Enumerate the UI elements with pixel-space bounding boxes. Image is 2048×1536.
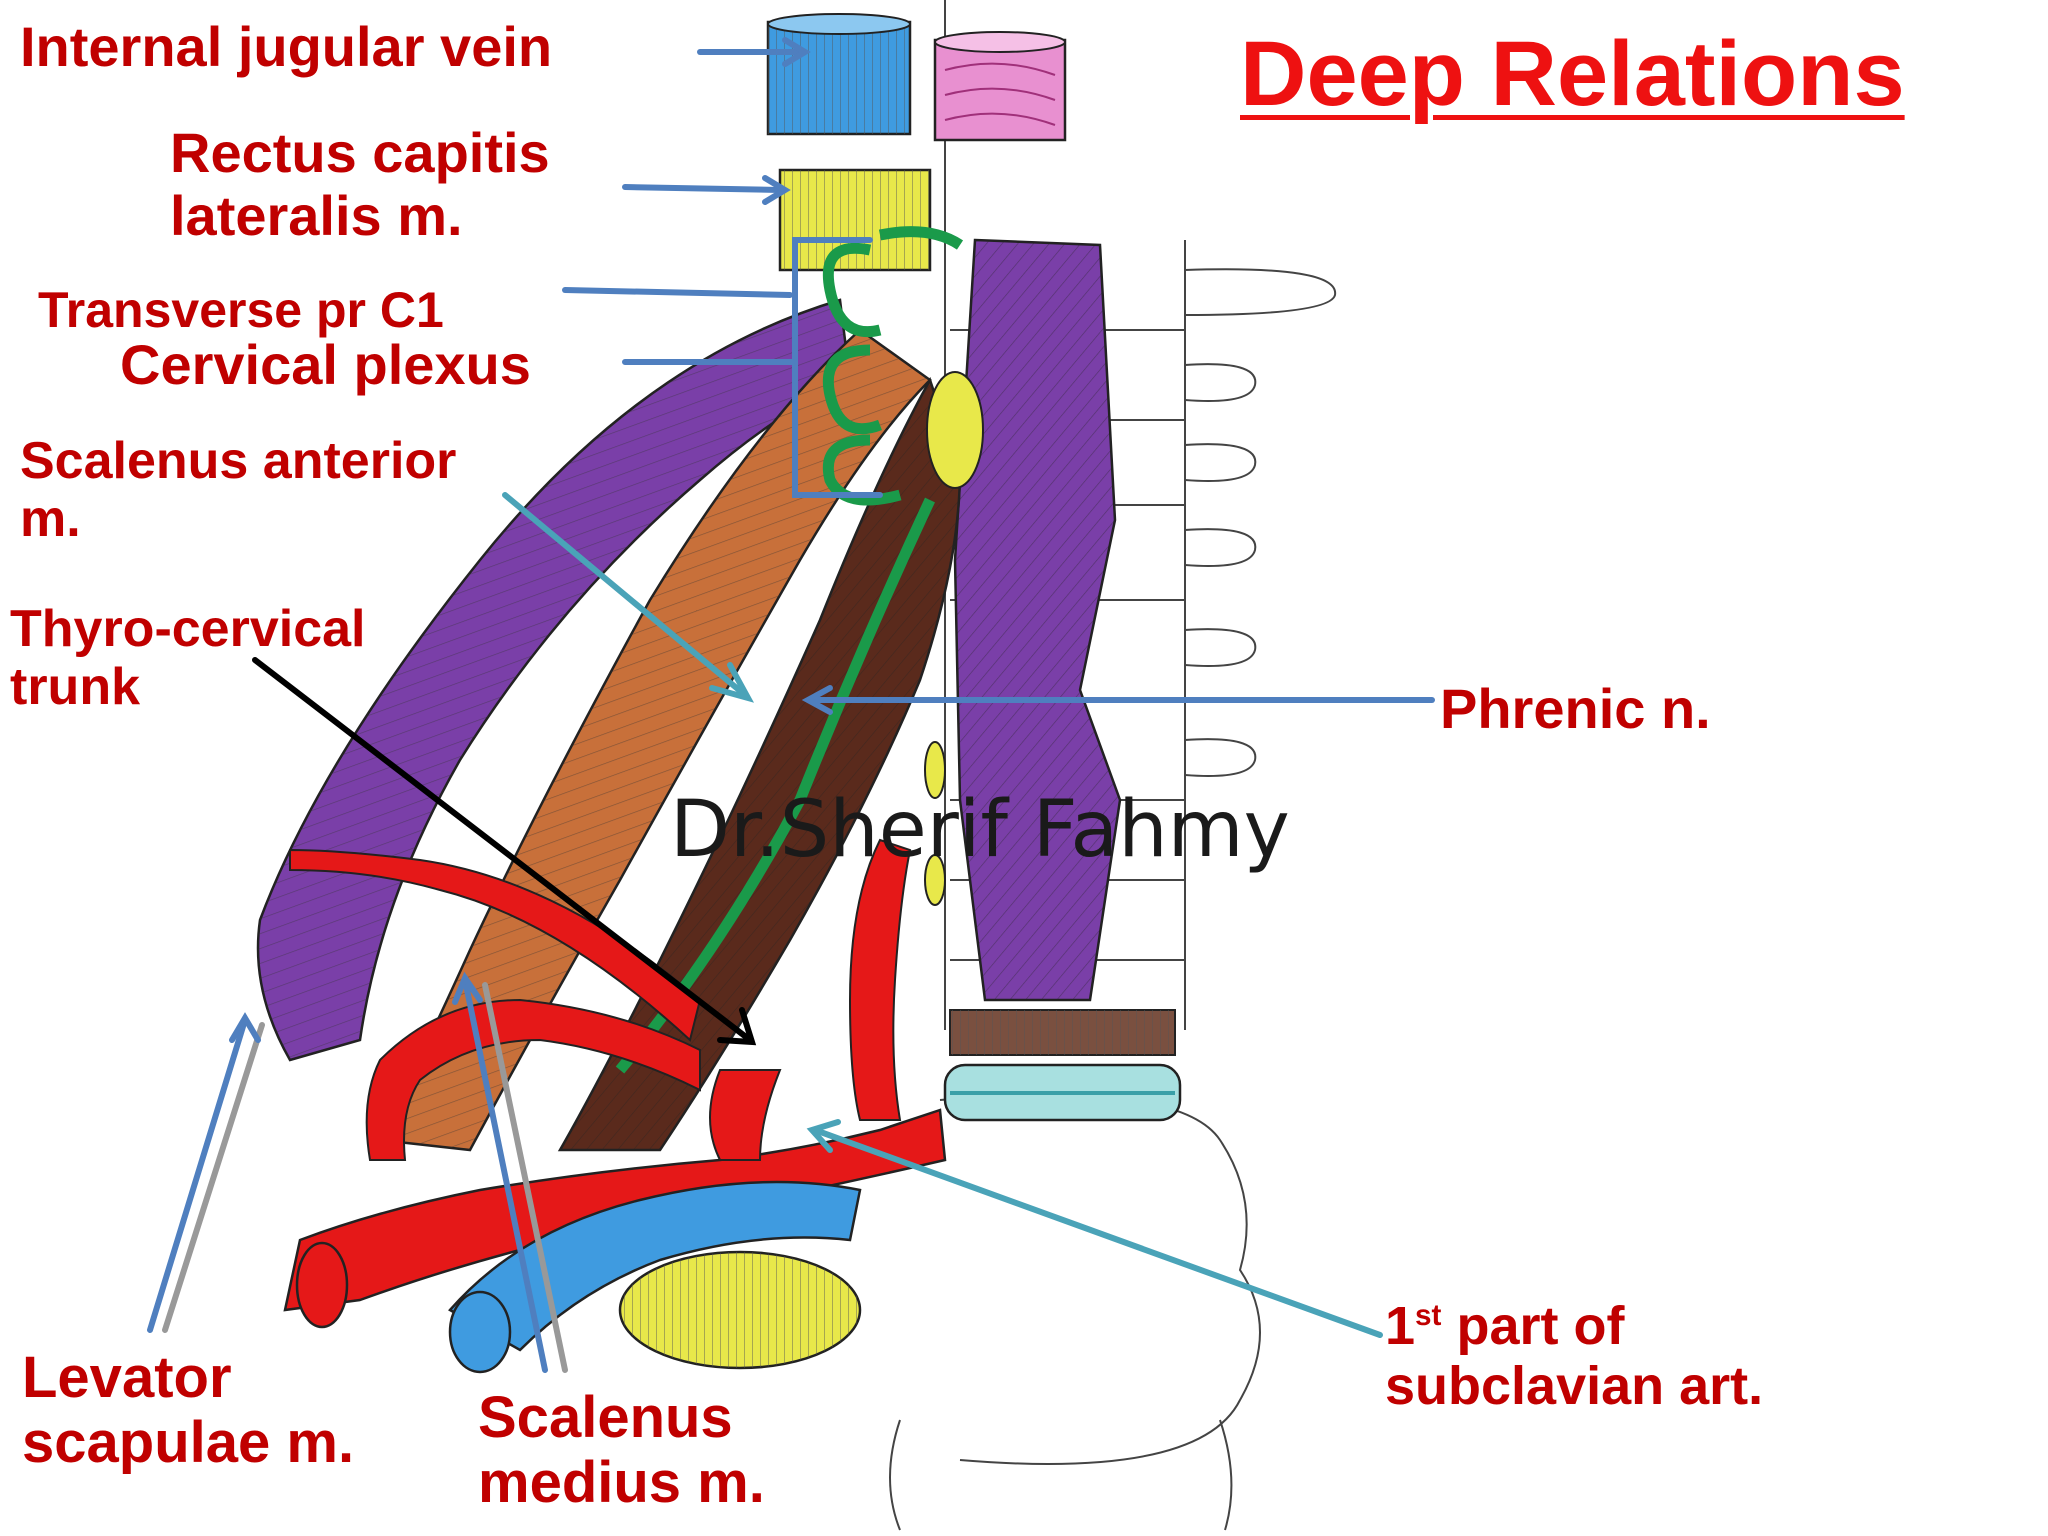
ganglion-middle-shape — [924, 741, 946, 799]
label-rectus-capitis-line1: Rectus capitis — [170, 121, 550, 184]
label-subclavian-line2: subclavian art. — [1385, 1356, 1764, 1417]
pointer-lines — [147, 49, 1435, 1373]
prevertebral-muscle-shape — [953, 238, 1122, 1002]
label-scalenus-anterior: Scalenus anterior m. — [20, 432, 456, 548]
label-phrenic-nerve: Phrenic n. — [1440, 677, 1711, 740]
sympathetic-ganglion-shape — [926, 371, 984, 489]
arrow-head-icon — [229, 37, 841, 1153]
label-scalenus-anterior-line2: m. — [20, 490, 81, 549]
label-scalenus-anterior-line1: Scalenus anterior — [20, 432, 457, 490]
internal-jugular-vein-shape — [766, 13, 912, 136]
pink-vessel-shape — [933, 31, 1067, 142]
label-levator-line2: scapulae m. — [22, 1409, 355, 1475]
label-rectus-capitis-line2: lateralis m. — [170, 183, 463, 247]
label-levator-scapulae: Levator scapulae m. — [22, 1345, 355, 1476]
label-scalenus-medius-line1: Scalenus — [478, 1385, 733, 1450]
label-thyrocervical-trunk: Thyro-cervical trunk — [10, 600, 366, 716]
label-rectus-capitis-lateralis: Rectus capitis lateralis m. — [170, 121, 550, 247]
label-subclavian-sup: st — [1415, 1299, 1442, 1332]
watermark-text: Dr.Sherif Fahmy — [670, 785, 1290, 875]
page-title: Deep Relations — [1240, 23, 1905, 125]
label-cervical-plexus: Cervical plexus — [120, 333, 531, 396]
label-scalenus-medius-line2: medius m. — [478, 1449, 765, 1515]
label-thyrocervical-line1: Thyro-cervical — [10, 600, 366, 658]
label-scalenus-medius: Scalenus medius m. — [478, 1385, 765, 1516]
ganglion-lower-shape — [924, 854, 946, 906]
rectus-capitis-lateralis-shape — [778, 168, 932, 272]
cervical-plexus-shape — [822, 226, 964, 506]
label-internal-jugular-vein: Internal jugular vein — [20, 15, 553, 78]
label-thyrocervical-line2: trunk — [10, 658, 140, 717]
label-subclavian-rest: part of — [1441, 1296, 1625, 1356]
label-subclavian-num: 1 — [1385, 1296, 1416, 1356]
vertebral-body-shape — [943, 1009, 1182, 1122]
scalenus-medius-shape — [378, 328, 932, 1152]
label-transverse-pr-c1: Transverse pr C1 — [38, 282, 444, 338]
label-subclavian-artery: 1st part of subclavian art. — [1385, 1296, 1763, 1417]
yellow-structure-shape — [618, 1250, 862, 1370]
label-subclavian-line1: 1st part of — [1385, 1296, 1763, 1356]
vertebral-column — [889, 0, 1337, 1531]
scalenus-anterior-shape — [557, 376, 962, 1152]
label-levator-line1: Levator — [22, 1345, 232, 1410]
